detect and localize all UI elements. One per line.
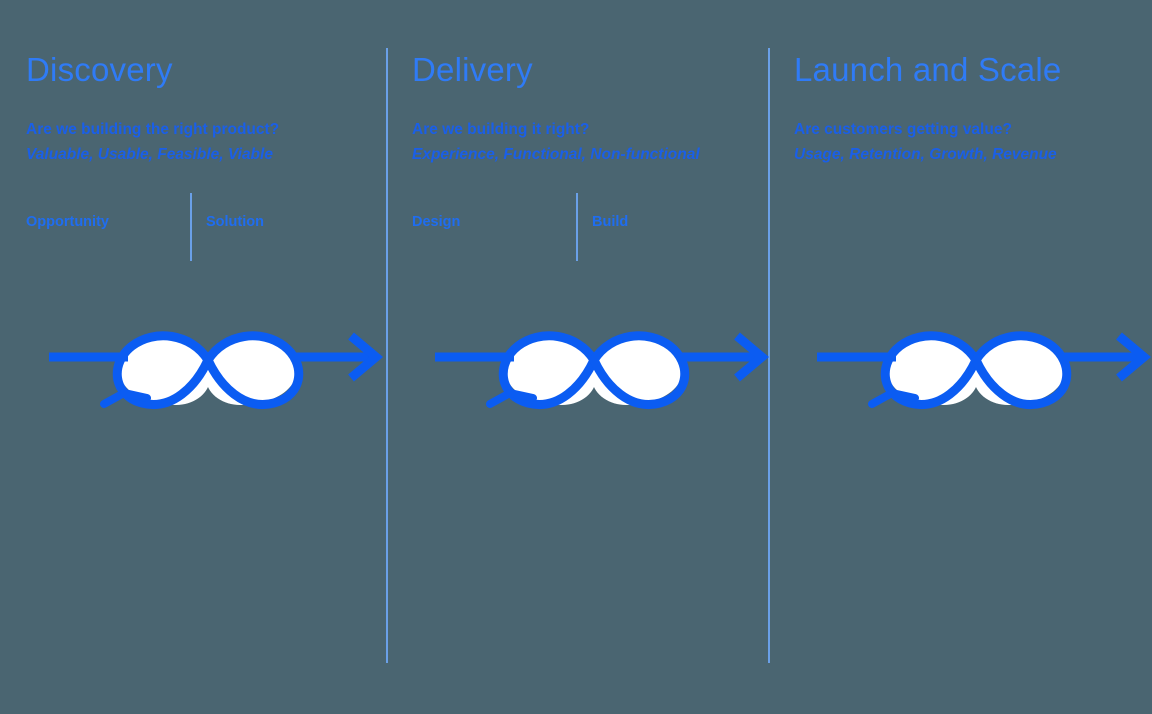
column-delivery: Delivery Are we building it right? Exper…: [386, 0, 769, 714]
infinity-loop-icon-launch-and-scale: [792, 300, 1152, 420]
infinity-loop-icon-discovery: [24, 300, 392, 420]
stage-question-discovery: Are we building the right product?: [26, 121, 280, 138]
subphase-label-build: Build: [592, 214, 629, 230]
subphase-label-solution: Solution: [206, 214, 264, 230]
stage-attributes-delivery: Experience, Functional, Non-functional: [412, 146, 700, 163]
subphase-label-opportunity: Opportunity: [26, 214, 109, 230]
subphase-divider-discovery: [190, 193, 192, 261]
subphase-divider-delivery: [576, 193, 578, 261]
column-divider-2: [768, 48, 770, 663]
subphase-label-design: Design: [412, 214, 461, 230]
stage-title-discovery: Discovery: [26, 51, 173, 88]
column-divider-1: [386, 48, 388, 663]
stage-question-launch-and-scale: Are customers getting value?: [794, 121, 1012, 138]
infinity-loop-icon-delivery: [410, 300, 778, 420]
column-launch-and-scale: Launch and Scale Are customers getting v…: [768, 0, 1152, 714]
stage-title-delivery: Delivery: [412, 51, 533, 88]
column-discovery: Discovery Are we building the right prod…: [0, 0, 386, 714]
stage-question-delivery: Are we building it right?: [412, 121, 590, 138]
stage-attributes-discovery: Valuable, Usable, Feasible, Viable: [26, 146, 273, 163]
stage-title-launch-and-scale: Launch and Scale: [794, 51, 1062, 88]
stage-attributes-launch-and-scale: Usage, Retention, Growth, Revenue: [794, 146, 1057, 163]
